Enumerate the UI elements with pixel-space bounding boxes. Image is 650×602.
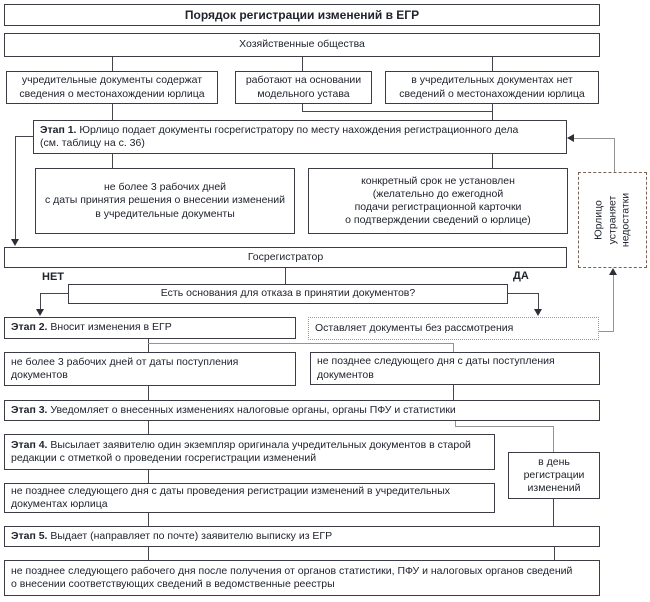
- connector: [492, 57, 493, 71]
- connector: [599, 331, 614, 332]
- node-stage-3: Этап 3. Уведомляет о внесенных изменения…: [4, 400, 600, 421]
- connector: [112, 154, 113, 168]
- node-leave-without-review: Оставляет документы без рассмотрения: [308, 317, 599, 340]
- connector: [492, 154, 493, 168]
- connector: [148, 470, 149, 483]
- connector: [148, 343, 453, 344]
- node-term-3-days-decision: не более 3 рабочих дней с даты принятия …: [35, 168, 295, 234]
- node-registrar: Госрегистратор: [4, 247, 567, 268]
- connector: [148, 513, 149, 526]
- connector: [508, 293, 539, 294]
- connector: [302, 111, 493, 112]
- label-no: НЕТ: [42, 271, 64, 283]
- connector: [148, 421, 149, 434]
- node-business-entities: Хозяйственные общества: [4, 33, 600, 57]
- node-fix-defects: Юрлицо устраняет недостатки: [578, 172, 647, 268]
- connector: [112, 57, 113, 71]
- connector: [538, 293, 539, 310]
- arrow-down-icon: [11, 239, 19, 246]
- connector: [15, 136, 33, 137]
- node-stage-2: Этап 2. Вносит изменения в ЕГР: [4, 317, 296, 339]
- node-term-next-day-changes: не позднее следующего дня с даты проведе…: [4, 483, 495, 513]
- connector: [453, 385, 454, 400]
- connector: [40, 293, 41, 310]
- connector: [455, 421, 456, 427]
- node-term-next-day-receipt: не позднее следующего дня с даты поступл…: [310, 352, 600, 385]
- node-model-charter: работают на основании модельного устава: [235, 71, 372, 104]
- node-stage-5: Этап 5. Выдает (направляет по почте) зая…: [4, 526, 600, 547]
- node-title: Порядок регистрации изменений в ЕГР: [4, 4, 600, 26]
- connector: [574, 138, 615, 139]
- label-yes: ДА: [513, 270, 529, 282]
- connector: [553, 426, 554, 452]
- connector: [148, 339, 149, 352]
- node-day-of-registration: в день регистрации изменений: [508, 452, 600, 499]
- stage-5-label: Этап 5.: [11, 529, 48, 542]
- connector: [453, 343, 454, 352]
- node-stage-1: Этап 1. Юрлицо подает документы госрегис…: [33, 120, 567, 154]
- node-stage-4: Этап 4. Высылает заявителю один экземпля…: [4, 434, 495, 470]
- connector: [614, 138, 615, 172]
- connector: [148, 386, 149, 400]
- arrow-up-icon: [609, 268, 617, 275]
- stage-3-label: Этап 3.: [11, 403, 48, 416]
- connector: [553, 499, 554, 526]
- stage-2-label: Этап 2.: [11, 321, 48, 334]
- connector: [554, 547, 555, 560]
- node-term-not-set: конкретный срок не установлен (желательн…: [308, 168, 568, 234]
- node-term-3-days-receipt: не более 3 рабочих дней от даты поступле…: [4, 352, 296, 386]
- connector: [285, 268, 286, 284]
- stage-4-label: Этап 4.: [11, 438, 48, 451]
- arrow-left-icon: [567, 134, 574, 142]
- fix-defects-vertical-text: Юрлицо устраняет недостатки: [592, 192, 632, 248]
- connector: [613, 275, 614, 332]
- node-decision-refusal: Есть основания для отказа в принятии док…: [68, 284, 508, 304]
- connector: [148, 547, 149, 560]
- stage-1-label: Этап 1.: [40, 123, 77, 136]
- connector: [302, 57, 303, 71]
- connector: [40, 293, 68, 294]
- connector: [112, 104, 113, 120]
- node-docs-missing-location: в учредительных документах нет сведений …: [385, 71, 599, 104]
- connector: [15, 136, 16, 240]
- connector: [302, 104, 303, 112]
- arrow-down-icon: [534, 309, 542, 316]
- connector: [455, 426, 554, 427]
- node-term-next-workday: не позднее следующего рабочего дня после…: [4, 560, 600, 596]
- node-docs-contain-location: учредительные документы содержат сведени…: [6, 71, 218, 104]
- connector: [492, 104, 493, 120]
- arrow-down-icon: [36, 309, 44, 316]
